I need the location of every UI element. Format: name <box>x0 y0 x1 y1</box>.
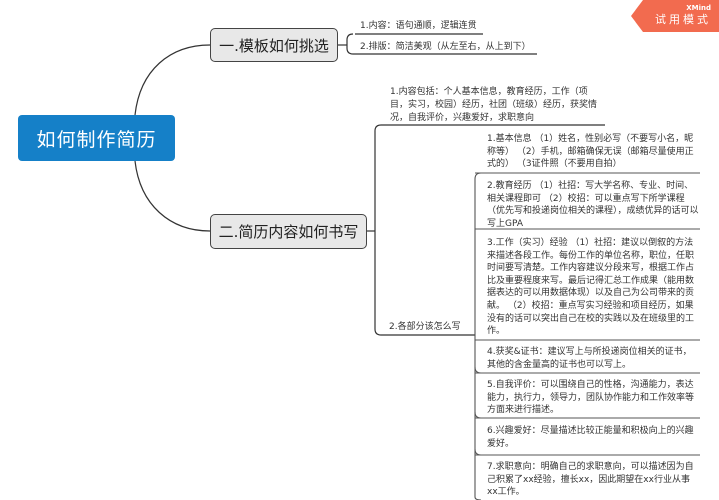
topic-label: 一.模板如何挑选 <box>219 36 329 55</box>
subtopic-how-to-write-sections[interactable]: 2.各部分该怎么写 <box>389 322 461 332</box>
topic-resume-content[interactable]: 二.简历内容如何书写 <box>210 214 367 249</box>
trial-mode-label: 试用模式 <box>655 13 711 26</box>
subtopic-content[interactable]: 1.内容：语句通顺，逻辑连贯 <box>360 21 477 31</box>
root-topic[interactable]: 如何制作简历 <box>18 115 175 161</box>
topic-template-selection[interactable]: 一.模板如何挑选 <box>210 28 338 62</box>
root-topic-label: 如何制作简历 <box>36 128 157 151</box>
leaf-basic-info[interactable]: 1.基本信息 （1）姓名，性别必写（不要写小名，昵称等） （2）手机，邮箱确保无… <box>487 134 694 170</box>
leaf-work-experience[interactable]: 3.工作（实习）经验 （1）社招：建议以倒叙的方法来描述各段工作。每份工作的单位… <box>487 238 695 337</box>
leaf-hobbies[interactable]: 6.兴趣爱好：尽量描述比较正能量和积极向上的兴趣爱好。 <box>487 426 694 449</box>
trial-mode-badge: XMind 试用模式 <box>631 0 719 32</box>
topic-label: 二.简历内容如何书写 <box>218 223 359 241</box>
leaf-self-evaluation[interactable]: 5.自我评价：可以围绕自己的性格，沟通能力，表达能力，执行力，领导力，团队协作能… <box>487 380 695 416</box>
leaf-education[interactable]: 2.教育经历 （1）社招：写大学名称、专业、时间、相关课程即可 （2）校招：可以… <box>487 181 699 229</box>
xmind-brand: XMind <box>686 4 711 12</box>
leaf-job-intention[interactable]: 7.求职意向：明确自己的求职意向，可以描述因为自己积累了xx经验，擅长xx，因此… <box>487 462 694 498</box>
subtopic-content-includes[interactable]: 1.内容包括：个人基本信息，教育经历，工作（项目，实习，校园）经历，社团（班级）… <box>390 87 598 123</box>
subtopic-layout[interactable]: 2.排版：简洁美观（从左至右，从上到下） <box>360 42 531 52</box>
leaf-awards-certificates[interactable]: 4.获奖&证书：建议写上与所投递岗位相关的证书，其他的含金量高的证书也可以写上。 <box>487 347 692 370</box>
